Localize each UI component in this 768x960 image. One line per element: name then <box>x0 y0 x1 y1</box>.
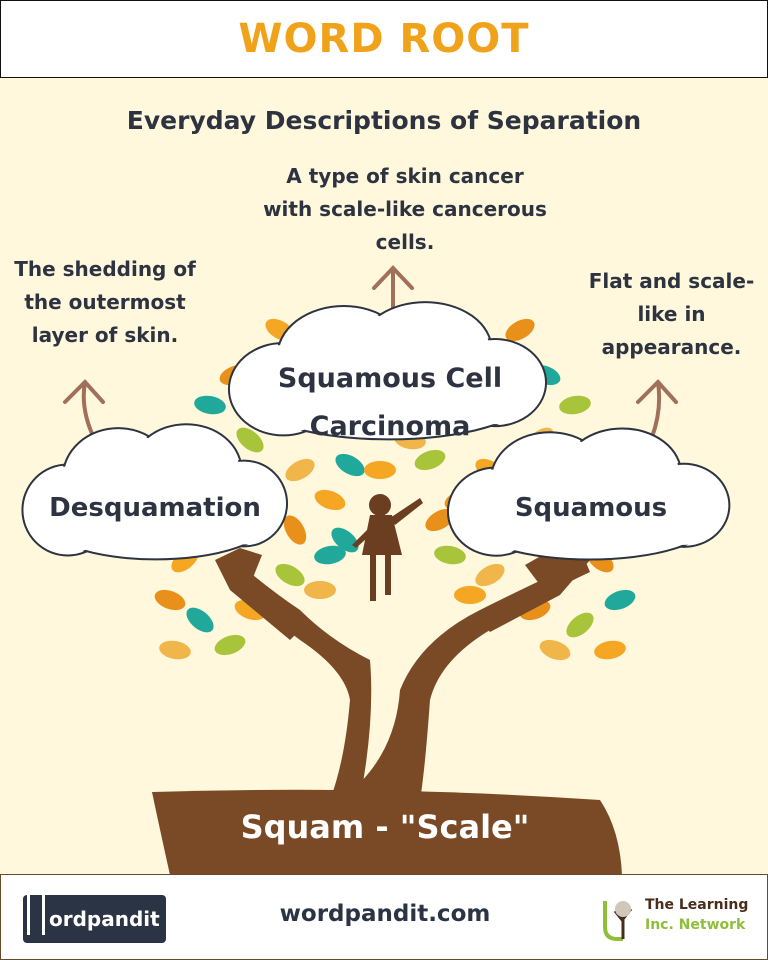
cloud-left <box>21 423 289 561</box>
leaf-icon <box>566 612 594 638</box>
site-link[interactable]: wordpandit.com <box>279 901 491 927</box>
cloud-right <box>446 427 731 561</box>
cloud-left-text: Desquamation <box>49 493 261 523</box>
arrow-center-icon <box>372 265 414 312</box>
wordpandit-logo: ordpandit <box>23 895 166 943</box>
bookmark-icon <box>27 895 45 935</box>
line: Squamous Cell <box>277 363 503 394</box>
leaf-icon <box>594 640 626 660</box>
logo-line2: Inc. Network <box>645 917 746 933</box>
line: Flat and scale- <box>588 269 755 293</box>
child-silhouette-icon <box>352 494 423 601</box>
line: with scale-like cancerous <box>263 197 547 221</box>
line: the outermost <box>24 290 186 314</box>
leaf-icon <box>314 545 346 565</box>
leaf-icon <box>304 581 336 599</box>
leaf-icon <box>364 461 396 479</box>
root-label: Squam - "Scale" <box>240 808 530 846</box>
leaf-icon <box>539 639 571 661</box>
leaf-icon <box>159 640 191 660</box>
leaf-icon <box>314 489 346 511</box>
leaf-icon <box>434 545 466 565</box>
leaf-icon <box>275 563 305 587</box>
leaf-icon <box>194 395 226 415</box>
subtitle: Everyday Descriptions of Separation <box>126 106 642 135</box>
logo-line1: The Learning <box>645 897 749 913</box>
leaf-icon <box>414 449 446 471</box>
description-left: The shedding of the outermost layer of s… <box>0 253 210 352</box>
line: The shedding of <box>14 257 196 281</box>
right-hand <box>480 545 590 632</box>
leaf-icon <box>186 607 214 633</box>
left-hand <box>215 548 300 640</box>
line: layer of skin. <box>31 323 179 347</box>
leaf-icon <box>335 453 365 477</box>
leaf-icon <box>505 318 535 342</box>
leaf-icon <box>604 589 636 611</box>
footer: ordpandit wordpandit.com The Learning In… <box>0 874 768 960</box>
description-center: A type of skin cancer with scale-like ca… <box>230 160 580 259</box>
page-title: WORD ROOT <box>238 16 530 62</box>
arrow-right-icon <box>636 379 678 439</box>
header: WORD ROOT <box>0 0 768 78</box>
line: A type of skin cancer <box>286 164 524 188</box>
leaf-icon <box>283 515 307 545</box>
ground <box>152 789 622 875</box>
leaf-icon <box>214 634 246 656</box>
line: cells. <box>375 230 435 254</box>
leaf-icon <box>236 427 264 453</box>
leaf-icon <box>475 563 505 587</box>
trunk-right <box>340 560 590 800</box>
cloud-right-text: Squamous <box>514 493 668 523</box>
leaf-icon <box>454 586 486 604</box>
leaf-icon <box>285 458 315 482</box>
learning-inc-logo: The Learning Inc. Network <box>601 897 761 941</box>
description-right: Flat and scale- like in appearance. <box>575 265 768 364</box>
cloud-center-text: Squamous Cell Carcinoma <box>240 355 540 451</box>
leaf-icon <box>331 527 359 553</box>
cloud-center <box>227 301 548 441</box>
logo-text: ordpandit <box>49 907 160 931</box>
line: appearance. <box>601 335 742 359</box>
leaf-icon <box>559 395 591 415</box>
leaf-icon <box>154 589 186 611</box>
tree-logo-icon <box>603 901 633 941</box>
line: Carcinoma <box>309 411 471 442</box>
line: like in <box>637 302 706 326</box>
